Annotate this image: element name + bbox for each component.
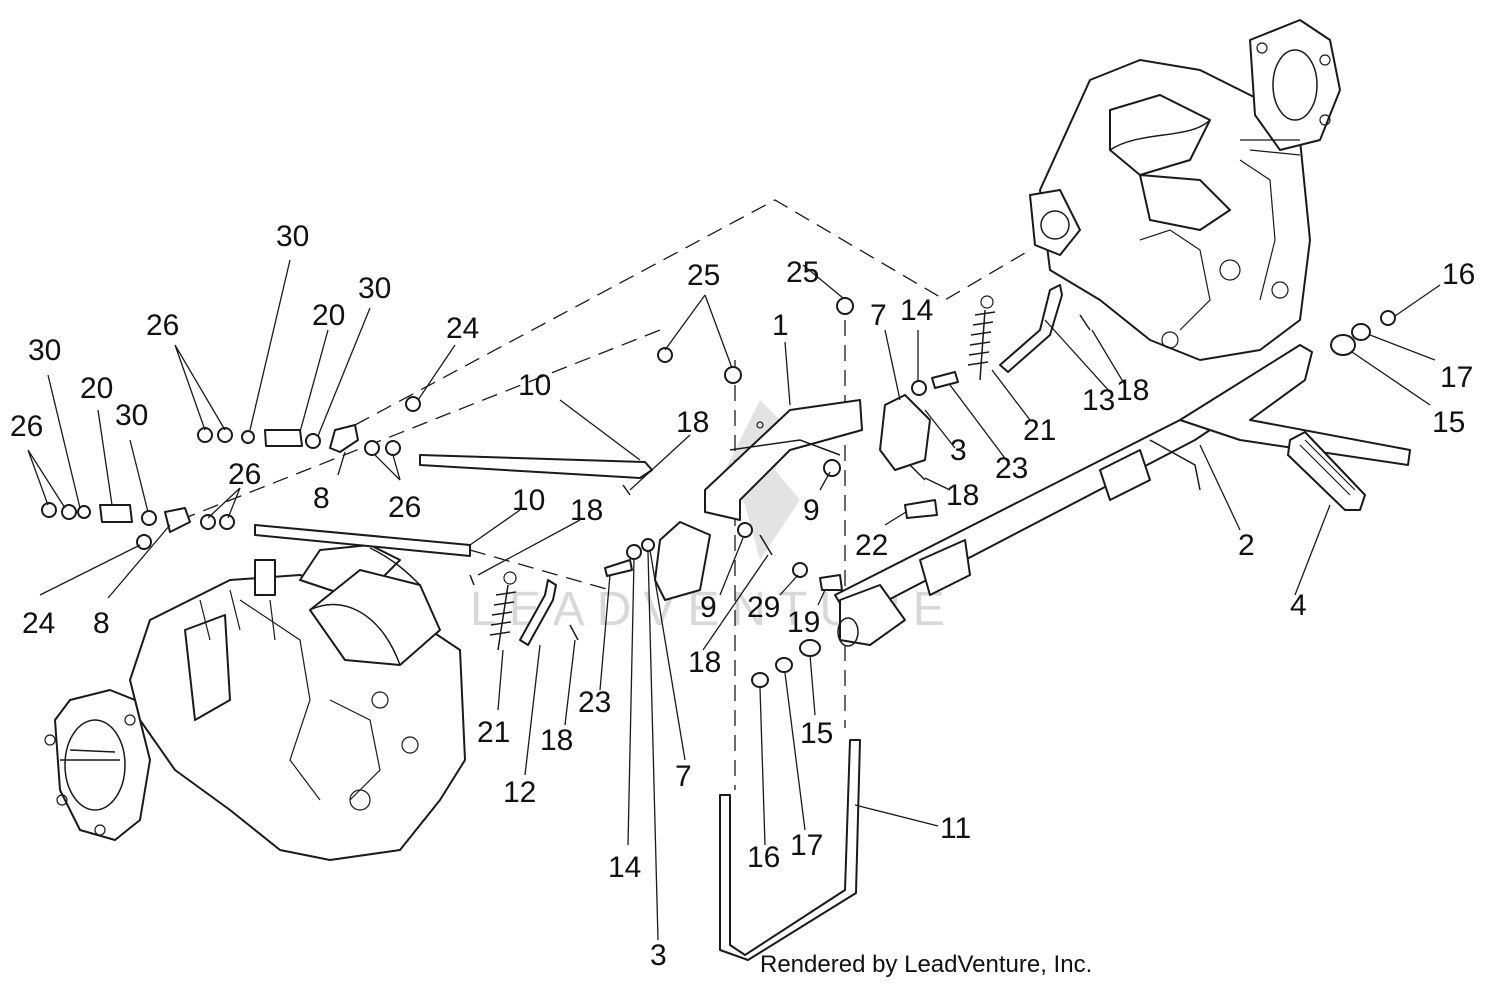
callout-30-c: 30 [28, 334, 61, 367]
callout-22: 22 [855, 529, 888, 562]
clip-16-right [1380, 310, 1396, 326]
callout-21-b: 21 [477, 716, 510, 749]
callout-26-b: 26 [10, 410, 43, 443]
lever-plate-7-right [879, 394, 931, 471]
callout-18-f: 18 [540, 724, 573, 757]
callout-26-a: 26 [146, 309, 179, 342]
rod-10-lower [254, 524, 471, 557]
callout-25-b: 25 [786, 256, 819, 289]
callout-9-a: 9 [803, 494, 820, 527]
callout-13: 13 [1082, 384, 1115, 417]
callout-18-c: 18 [1116, 374, 1149, 407]
rod-12 [519, 579, 557, 646]
callout-3-a: 3 [950, 434, 967, 467]
callout-26-c: 26 [228, 458, 261, 491]
callout-21-a: 21 [1023, 414, 1056, 447]
u-rod-11 [719, 739, 861, 961]
callout-25-a: 25 [687, 259, 720, 292]
callout-14-a: 14 [900, 294, 933, 327]
callout-30-d: 30 [115, 399, 148, 432]
callout-labels: 30 26 20 30 24 30 20 30 26 26 8 26 24 8 … [10, 220, 1475, 972]
credit-text: Rendered by LeadVenture, Inc. [760, 951, 1092, 978]
callout-15-a: 15 [1432, 406, 1465, 439]
callout-4: 4 [1290, 589, 1307, 622]
callout-12: 12 [503, 776, 536, 809]
callout-16-a: 16 [1442, 258, 1475, 291]
callout-23-a: 23 [995, 452, 1028, 485]
leader-lines [27, 259, 1441, 941]
callout-10-b: 10 [512, 484, 545, 517]
callout-30-b: 30 [358, 272, 391, 305]
bracket-1 [704, 399, 863, 521]
callout-30-a: 30 [276, 220, 309, 253]
pedal-shaft-assembly [834, 344, 1411, 647]
callout-29: 29 [747, 591, 780, 624]
callout-17-a: 17 [1440, 361, 1473, 394]
callout-7-b: 7 [675, 760, 692, 793]
callout-3-b: 3 [650, 939, 667, 972]
callout-18-a: 18 [676, 406, 709, 439]
callout-8-a: 8 [313, 482, 330, 515]
callout-26-d: 26 [388, 491, 421, 524]
callout-18-e: 18 [688, 646, 721, 679]
callout-16-b: 16 [747, 841, 780, 874]
callout-8-b: 8 [93, 607, 110, 640]
callout-17-b: 17 [790, 829, 823, 862]
dashed-guide-lines [179, 199, 1031, 790]
callout-15-b: 15 [800, 717, 833, 750]
spring-21-right [967, 295, 996, 381]
callout-20-b: 20 [80, 372, 113, 405]
rod-13 [999, 284, 1063, 373]
spring-21-left [489, 571, 517, 651]
callout-10-a: 10 [518, 369, 551, 402]
callout-2: 2 [1238, 529, 1255, 562]
washer-17-right [1351, 323, 1371, 341]
callout-20-a: 20 [312, 299, 345, 332]
callout-18-b: 18 [570, 494, 603, 527]
callout-24-b: 24 [22, 607, 55, 640]
callout-1: 1 [772, 309, 789, 342]
callout-18-d: 18 [946, 479, 979, 512]
callout-23-b: 23 [578, 686, 611, 719]
hardware-items [41, 297, 1091, 688]
callout-11: 11 [940, 812, 971, 845]
callout-24-a: 24 [446, 312, 479, 345]
rod-10-upper [419, 454, 653, 479]
callout-7-a: 7 [870, 299, 887, 332]
right-transaxle [1029, 19, 1341, 361]
callout-14-b: 14 [608, 851, 641, 884]
left-transaxle [44, 544, 466, 861]
callout-19: 19 [787, 606, 820, 639]
callout-9-b: 9 [700, 591, 717, 624]
bushing-15-right [1330, 334, 1356, 356]
